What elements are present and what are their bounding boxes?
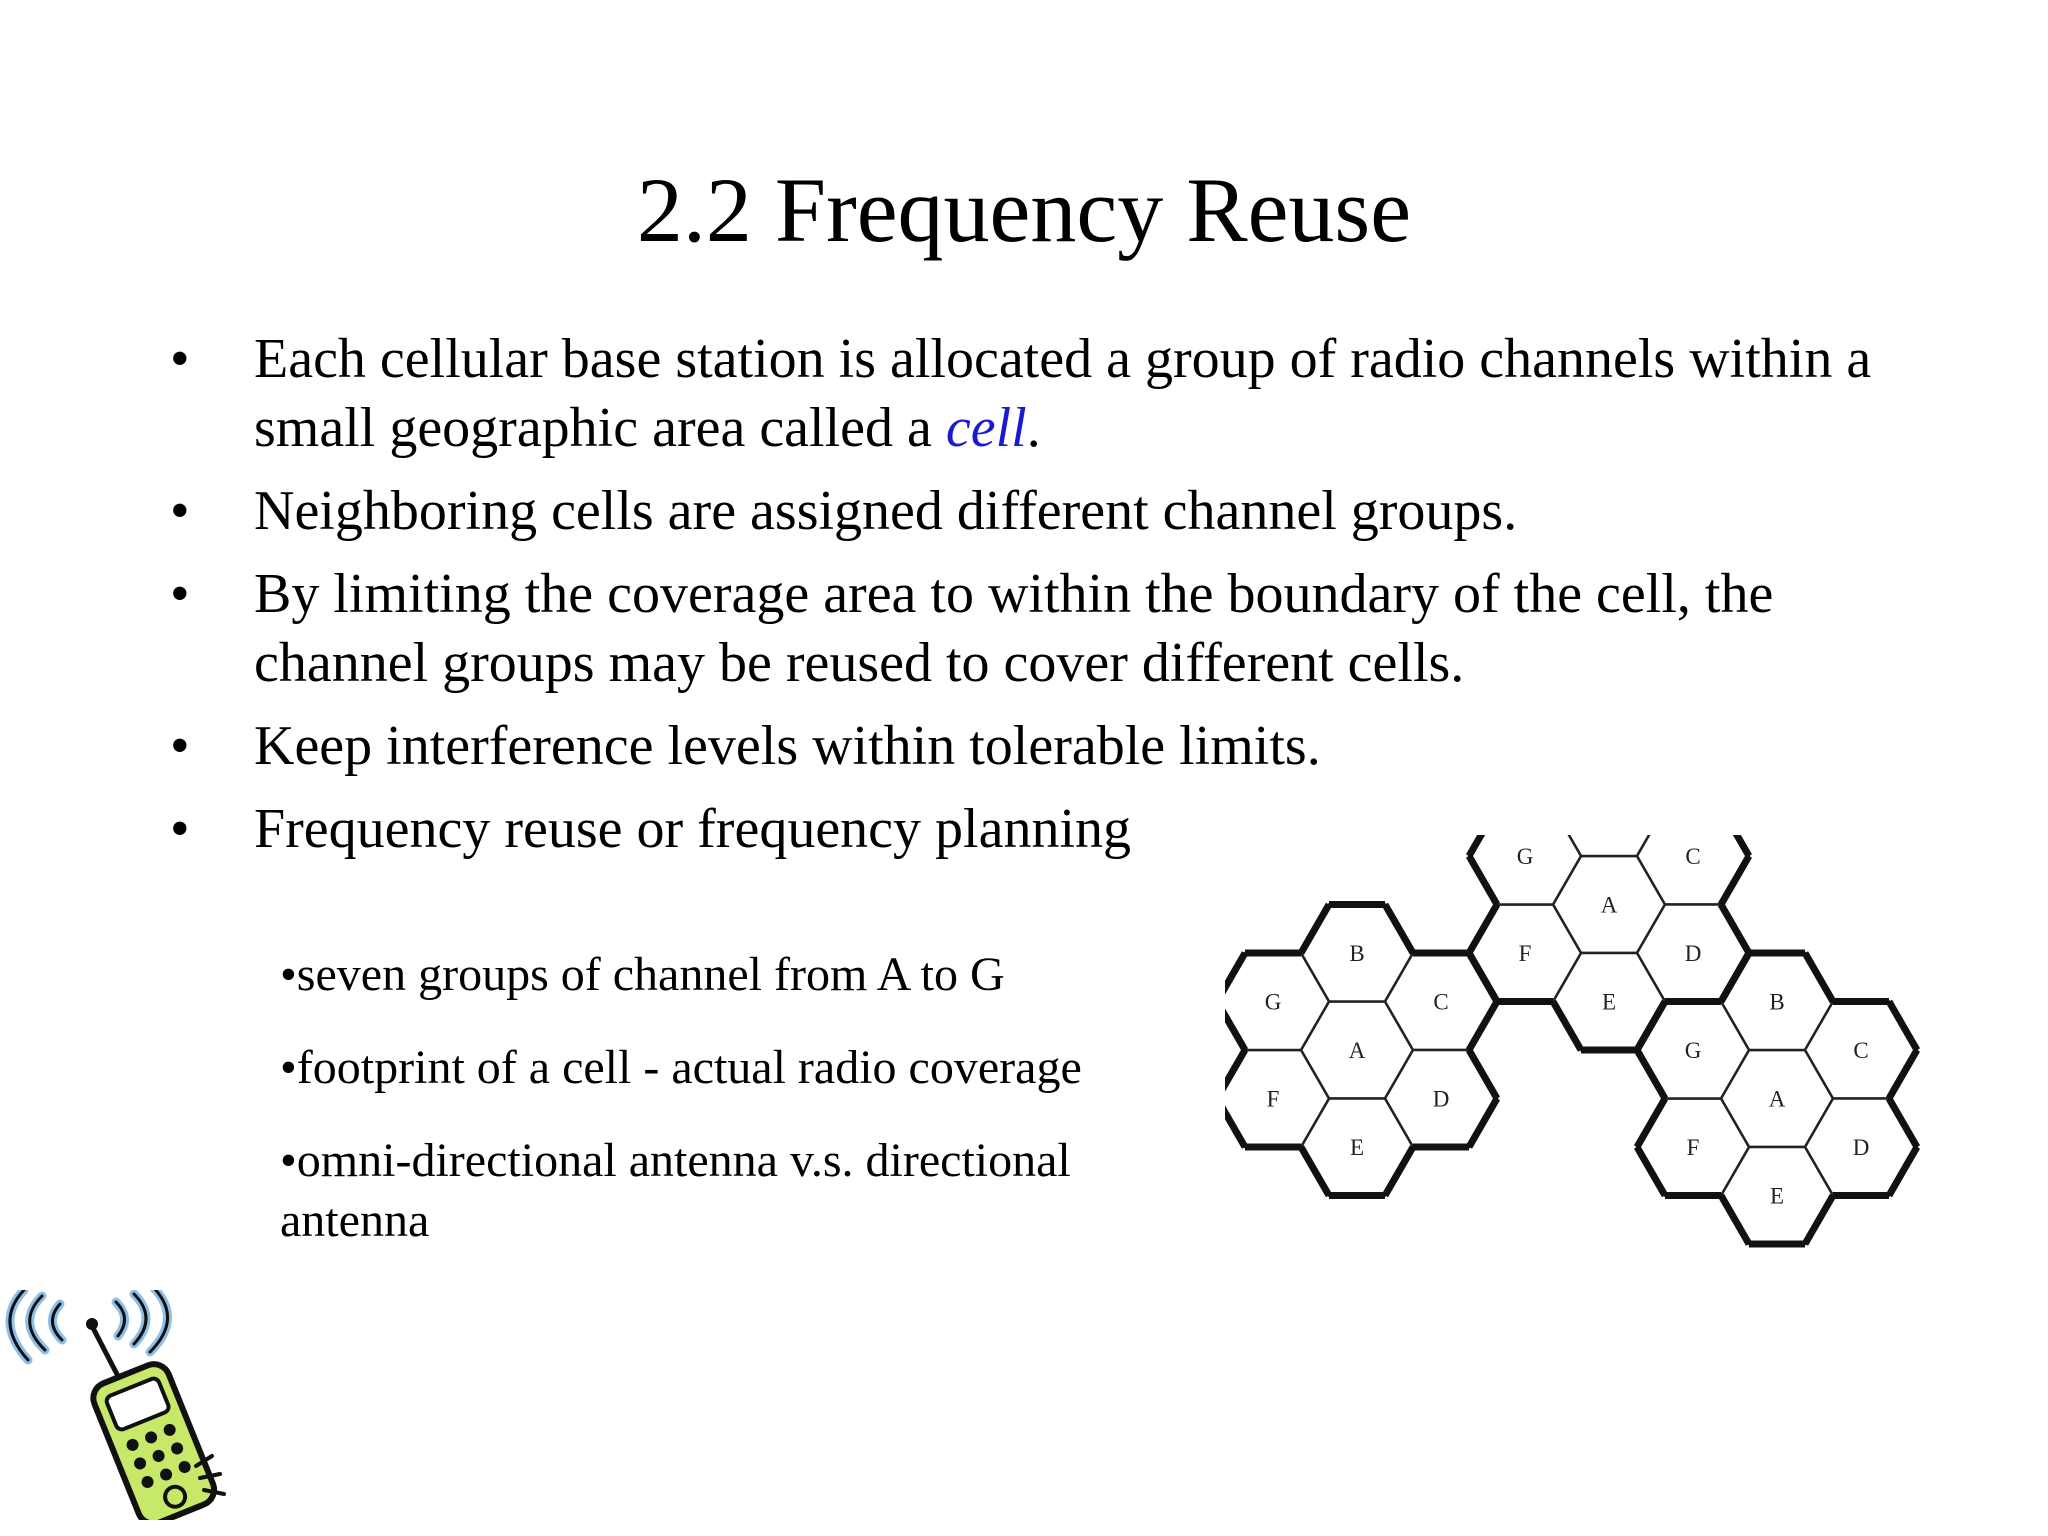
hex-cell-label: A xyxy=(1349,1038,1366,1063)
hex-cell-label: D xyxy=(1433,1086,1450,1111)
hex-cell-label: C xyxy=(1853,1038,1868,1063)
cluster-edge xyxy=(1225,1048,1249,1092)
hex-cell-label: G xyxy=(1685,1038,1702,1063)
hex-cell-label: B xyxy=(1349,941,1364,966)
cluster-edge xyxy=(1801,1193,1837,1246)
bullet-suffix: . xyxy=(1026,397,1041,459)
bullet-text: Neighboring cells are assigned different… xyxy=(254,480,1518,542)
bullet-dot: • xyxy=(170,328,190,390)
bullet-dot: • xyxy=(170,480,190,542)
hex-cell-label: F xyxy=(1267,1086,1280,1111)
bullet-list: • Each cellular base station is allocate… xyxy=(170,325,1950,878)
hex-cell-label: C xyxy=(1433,989,1448,1014)
bullet-item: • Frequency reuse or frequency planning xyxy=(170,795,1950,864)
cluster-edge xyxy=(1381,1145,1417,1198)
cell-term: cell xyxy=(945,397,1027,459)
cellphone-icon xyxy=(5,1290,226,1520)
cluster-edge xyxy=(1297,1145,1333,1198)
cluster-edge xyxy=(1465,854,1501,907)
cluster-edge xyxy=(1225,1105,1249,1149)
cluster-edge xyxy=(1549,999,1585,1052)
cluster-edge xyxy=(1717,902,1753,955)
hex-cell-label: A xyxy=(1769,1086,1786,1111)
ring-marks xyxy=(194,1454,226,1496)
sub-bullet-item: •footprint of a cell - actual radio cove… xyxy=(280,1041,1082,1094)
hex-cell-label: A xyxy=(1601,893,1618,918)
hex-cell-label: F xyxy=(1687,1135,1700,1160)
cluster-edge xyxy=(1225,951,1249,995)
cluster-edge xyxy=(1297,902,1333,955)
cluster-edge xyxy=(1801,951,1837,1004)
bullet-text: By limiting the coverage area to within … xyxy=(254,563,1774,694)
cluster-edge xyxy=(1732,835,1753,858)
bullet-item: • Keep interference levels within tolera… xyxy=(170,712,1950,781)
cluster-edge xyxy=(1465,1096,1501,1149)
hex-cell-diagram: ABCDEFGABCDEFGABCDEFG xyxy=(1225,835,1921,1248)
slide-title: 2.2 Frequency Reuse xyxy=(636,159,1412,261)
cluster-edge xyxy=(1885,1096,1921,1149)
bullet-text: Each cellular base station is allocated … xyxy=(254,328,1872,459)
cluster-edge xyxy=(1633,1048,1669,1101)
cluster-edge xyxy=(1465,902,1501,955)
hex-cell-label: D xyxy=(1685,941,1702,966)
cluster-edge xyxy=(1225,1008,1249,1052)
cluster-edge xyxy=(1633,999,1669,1052)
cluster-edge xyxy=(1885,1145,1921,1198)
cluster-edge xyxy=(1717,1193,1753,1246)
antenna-tip xyxy=(86,1318,98,1330)
hex-cell-label: D xyxy=(1853,1135,1870,1160)
hex-cell-label: C xyxy=(1685,844,1700,869)
phone-antenna xyxy=(89,1324,123,1382)
bullet-item: • Neighboring cells are assigned differe… xyxy=(170,477,1950,546)
cluster-edge xyxy=(1717,854,1753,907)
hex-cell-label: B xyxy=(1769,989,1784,1014)
phone-body xyxy=(90,1361,218,1520)
bullet-dot: • xyxy=(170,798,190,860)
cluster-edge xyxy=(1717,951,1753,1004)
hex-cell-label: G xyxy=(1265,989,1282,1014)
sub-bullet-list: •seven groups of channel from A to G •fo… xyxy=(280,945,1180,1284)
cluster-outlines xyxy=(1225,835,1921,1248)
hex-cells: ABCDEFGABCDEFGABCDEFG xyxy=(1225,835,1919,1246)
hex-cell-label: F xyxy=(1519,941,1532,966)
hex-cell-label: E xyxy=(1602,989,1616,1014)
cluster-edge xyxy=(1465,835,1486,858)
sub-bullet-item: •seven groups of channel from A to G xyxy=(280,948,1005,1001)
cluster-edge xyxy=(1465,951,1501,1004)
cluster-edge xyxy=(1465,1048,1501,1101)
hex-cell-label: E xyxy=(1770,1183,1784,1208)
bullet-text: Keep interference levels within tolerabl… xyxy=(254,715,1321,777)
sub-bullet-item: •omni-directional antenna v.s. direction… xyxy=(280,1134,1071,1247)
cluster-edge xyxy=(1633,1096,1669,1149)
signal-waves xyxy=(5,1290,172,1365)
cluster-edge xyxy=(1381,902,1417,955)
bullet-dot: • xyxy=(170,563,190,625)
hex-cell-label: G xyxy=(1517,844,1534,869)
cluster-edge xyxy=(1885,1048,1921,1101)
bullet-item: • By limiting the coverage area to withi… xyxy=(170,560,1950,698)
cluster-edge xyxy=(1465,999,1501,1052)
cluster-edge xyxy=(1885,999,1921,1052)
cluster-edge xyxy=(1633,1145,1669,1198)
bullet-text: Frequency reuse or frequency planning xyxy=(254,798,1131,860)
hex-cell-label: E xyxy=(1350,1135,1364,1160)
bullet-item: • Each cellular base station is allocate… xyxy=(170,325,1950,463)
bullet-dot: • xyxy=(170,715,190,777)
